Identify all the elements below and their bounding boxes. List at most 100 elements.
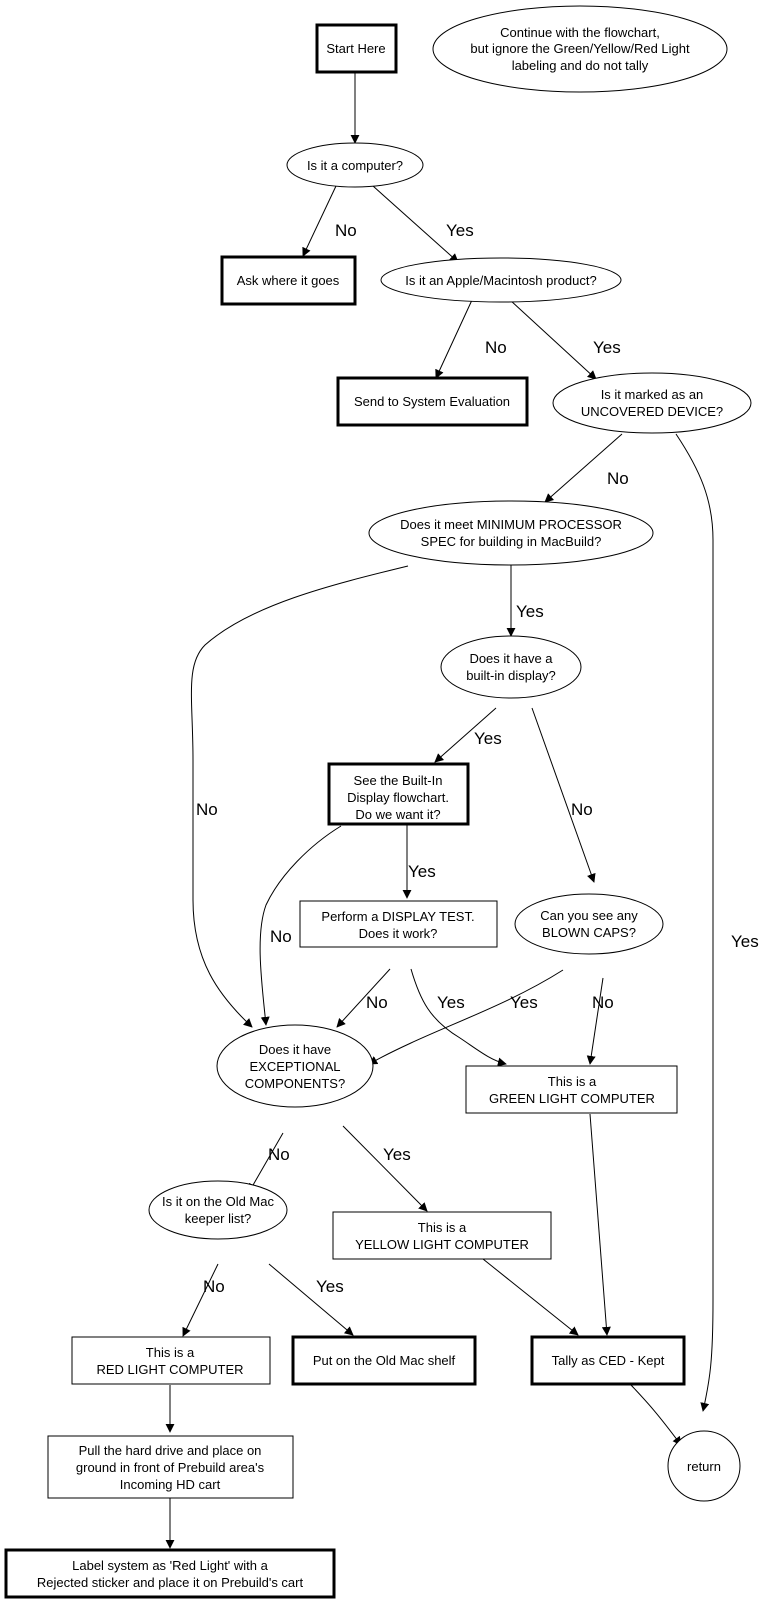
edge-label-no: No (335, 221, 357, 240)
node-label: Do we want it? (355, 807, 440, 822)
edge-label-yes: Yes (408, 862, 436, 881)
svg-text:YELLOW LIGHT COMPUTER: YELLOW LIGHT COMPUTER (355, 1237, 529, 1252)
edge-is-apple-to-send-eval (435, 299, 473, 379)
svg-text:Tally as CED - Kept: Tally as CED - Kept (552, 1353, 665, 1368)
edge-display-test-to-green (410, 968, 507, 1067)
node-min-processor-spec: Does it meet MINIMUM PROCESSOR SPEC for … (368, 500, 654, 566)
node-label: Continue with the flowchart, (500, 25, 660, 40)
node-label: return (687, 1459, 721, 1474)
node-is-apple: Is it an Apple/Macintosh product? (380, 257, 622, 303)
edge-uncovered-to-return (675, 433, 714, 1412)
svg-text:return: return (687, 1459, 721, 1474)
edge-label-yes: Yes (474, 729, 502, 748)
svg-text:Can you see any: Can you see any (540, 908, 638, 923)
node-uncovered-device: Is it marked as an UNCOVERED DEVICE? (552, 372, 752, 434)
node-label: GREEN LIGHT COMPUTER (489, 1091, 655, 1106)
node-label: See the Built-In (354, 773, 443, 788)
svg-text:Does it meet MINIMUM PROCESSOR: Does it meet MINIMUM PROCESSOR (400, 517, 622, 532)
edge-label-yes: Yes (510, 993, 538, 1012)
svg-text:Is it marked as an: Is it marked as an (601, 387, 704, 402)
node-label: BLOWN CAPS? (542, 925, 636, 940)
svg-text:Does it have a: Does it have a (469, 651, 553, 666)
node-tally-ced-kept: Tally as CED - Kept (530, 1335, 686, 1386)
svg-text:built-in display?: built-in display? (466, 668, 556, 683)
svg-text:UNCOVERED DEVICE?: UNCOVERED DEVICE? (581, 404, 723, 419)
edge-label-yes: Yes (316, 1277, 344, 1296)
edge-built-in-display-to-blown-caps (531, 707, 596, 883)
node-send-eval: Send to System Evaluation (336, 376, 529, 427)
svg-text:keeper list?: keeper list? (185, 1211, 251, 1226)
node-label: This is a (548, 1074, 597, 1089)
svg-text:This is a: This is a (418, 1220, 467, 1235)
edge-label-yes: Yes (437, 993, 465, 1012)
svg-text:Put on the Old Mac shelf: Put on the Old Mac shelf (313, 1353, 456, 1368)
edge-label-yes: Yes (731, 932, 759, 951)
svg-text:labeling and do not tally: labeling and do not tally (512, 58, 649, 73)
node-label: labeling and do not tally (512, 58, 649, 73)
edge-label-no: No (196, 800, 218, 819)
svg-text:Does it have: Does it have (259, 1042, 331, 1057)
edge-see-builtin-to-exceptional (259, 825, 342, 1026)
svg-text:Incoming HD cart: Incoming HD cart (120, 1477, 221, 1492)
node-label: ground in front of Prebuild area's (76, 1460, 265, 1475)
node-label: COMPONENTS? (245, 1076, 345, 1091)
edge-label-no: No (607, 469, 629, 488)
edge-blown-caps-to-green (586, 977, 604, 1065)
edge-blown-caps-to-exceptional (368, 969, 564, 1065)
edge-old-mac-list-to-red (182, 1263, 219, 1337)
svg-text:Is it a computer?: Is it a computer? (307, 158, 403, 173)
node-label: Is it a computer? (307, 158, 403, 173)
svg-text:EXCEPTIONAL: EXCEPTIONAL (249, 1059, 340, 1074)
node-label: Perform a DISPLAY TEST. (321, 909, 474, 924)
edge-label-no: No (268, 1145, 290, 1164)
node-label: Does it have a (469, 651, 553, 666)
edge-label-yes: Yes (516, 602, 544, 621)
svg-text:This is a: This is a (548, 1074, 597, 1089)
svg-text:Send to System Evaluation: Send to System Evaluation (354, 394, 510, 409)
node-pull-hard-drive: Pull the hard drive and place on ground … (47, 1435, 294, 1499)
node-label-red-light: Label system as 'Red Light' with a Rejec… (4, 1548, 336, 1599)
node-return: return (667, 1430, 741, 1502)
edge-label-no: No (366, 993, 388, 1012)
node-label: Put on the Old Mac shelf (313, 1353, 456, 1368)
edge-exceptional-to-yellow (342, 1125, 428, 1212)
svg-text:Is it on the Old Mac: Is it on the Old Mac (162, 1194, 274, 1209)
edge-tally-to-return (630, 1384, 682, 1446)
edge-yellow-to-tally (482, 1258, 579, 1336)
svg-text:Display flowchart.: Display flowchart. (347, 790, 449, 805)
node-label: Send to System Evaluation (354, 394, 510, 409)
edge-label-no: No (485, 338, 507, 357)
svg-text:Start Here: Start Here (326, 41, 385, 56)
edge-min-spec-to-exceptional (190, 565, 409, 1028)
node-label: Start Here (326, 41, 385, 56)
node-built-in-display: Does it have a built-in display? (440, 635, 582, 699)
node-label: This is a (146, 1345, 195, 1360)
edge-label-yes: Yes (593, 338, 621, 357)
node-label: Is it an Apple/Macintosh product? (405, 273, 597, 288)
svg-text:Do we want it?: Do we want it? (355, 807, 440, 822)
node-label: Label system as 'Red Light' with a (72, 1558, 269, 1573)
svg-text:Label system as 'Red Light' wi: Label system as 'Red Light' with a (72, 1558, 269, 1573)
node-label: RED LIGHT COMPUTER (96, 1362, 243, 1377)
node-red-light-computer: This is a RED LIGHT COMPUTER (71, 1336, 271, 1385)
svg-text:but ignore the Green/Yellow/Re: but ignore the Green/Yellow/Red Light (470, 41, 690, 56)
node-label: built-in display? (466, 668, 556, 683)
node-green-light-computer: This is a GREEN LIGHT COMPUTER (465, 1065, 678, 1114)
node-label: Is it marked as an (601, 387, 704, 402)
node-label: Tally as CED - Kept (552, 1353, 665, 1368)
node-note: Continue with the flowchart, but ignore … (432, 5, 728, 93)
svg-text:Does it work?: Does it work? (359, 926, 438, 941)
node-label: Ask where it goes (237, 273, 340, 288)
edge-is-computer-to-is-apple (372, 185, 459, 263)
svg-text:COMPONENTS?: COMPONENTS? (245, 1076, 345, 1091)
node-label: Can you see any (540, 908, 638, 923)
node-label: EXCEPTIONAL (249, 1059, 340, 1074)
node-label: Incoming HD cart (120, 1477, 221, 1492)
node-label: Display flowchart. (347, 790, 449, 805)
svg-text:See the Built-In: See the Built-In (354, 773, 443, 788)
edge-is-computer-to-ask-where (302, 185, 337, 257)
node-yellow-light-computer: This is a YELLOW LIGHT COMPUTER (332, 1211, 552, 1260)
node-label: SPEC for building in MacBuild? (421, 534, 602, 549)
edge-exceptional-to-old-mac-list (248, 1132, 284, 1193)
